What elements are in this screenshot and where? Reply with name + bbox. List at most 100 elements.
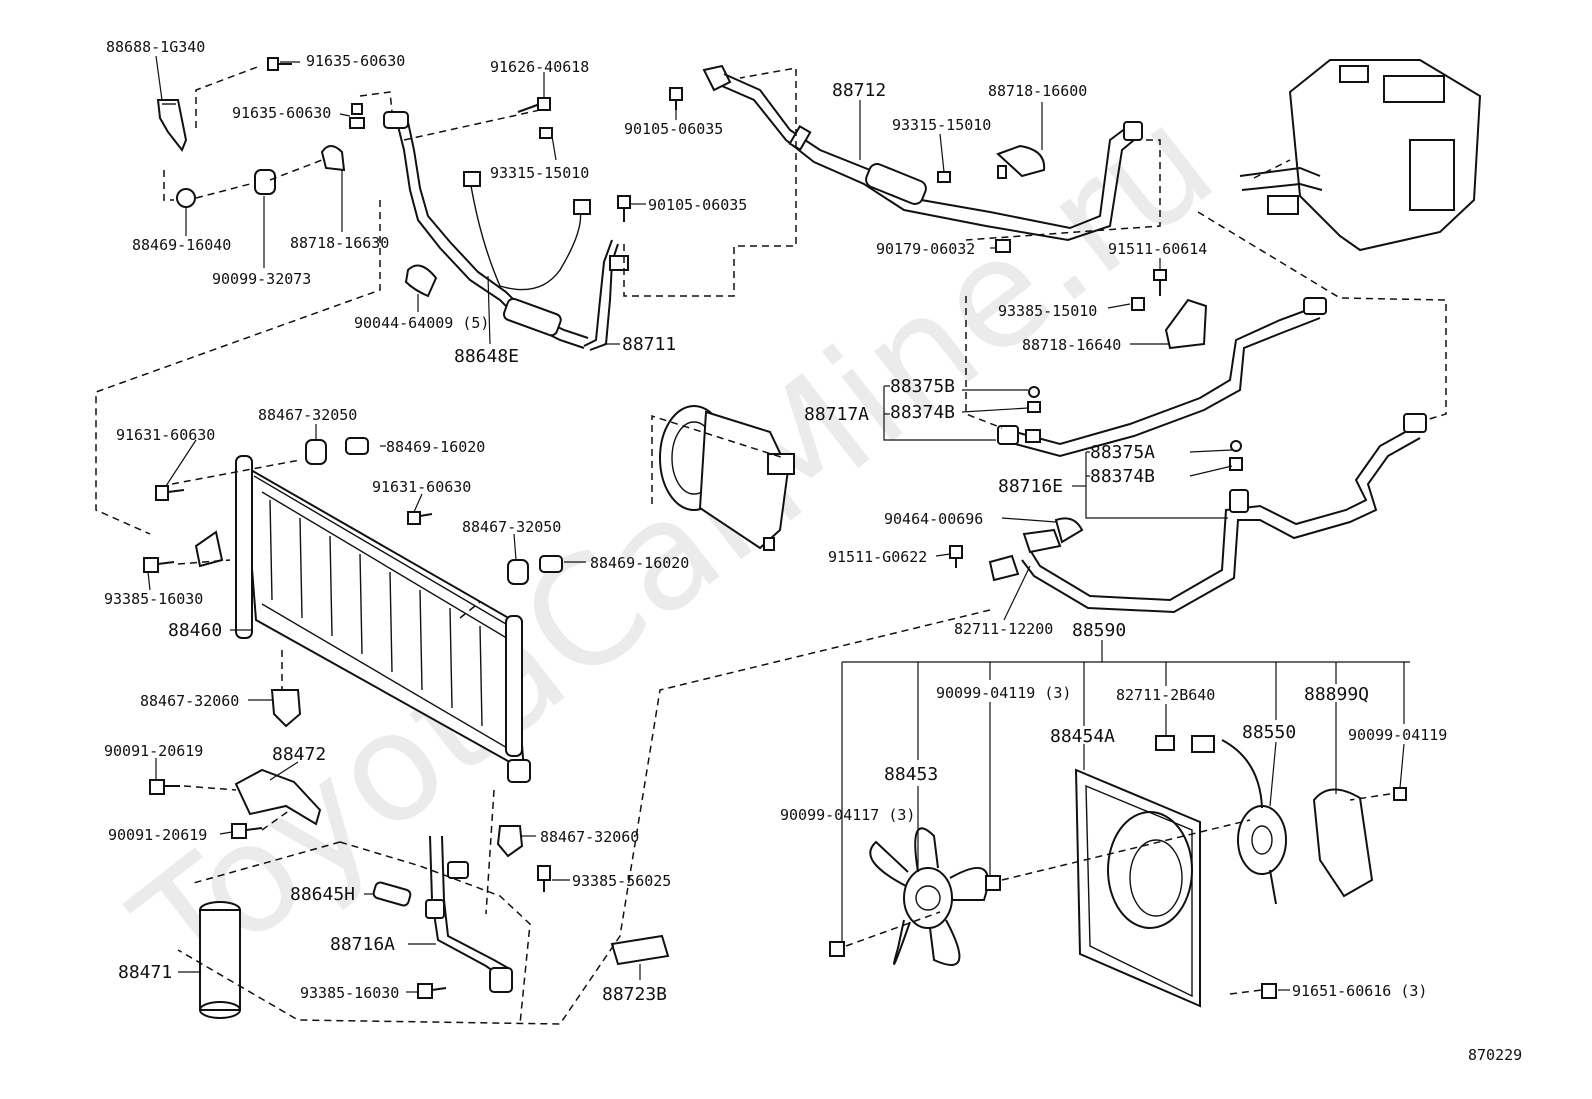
label-91635-60630-b: 91635-60630	[232, 104, 331, 122]
label-90099-04119: 90099-04119	[1348, 726, 1447, 744]
switch-88645H	[372, 881, 412, 907]
label-91631-60630-a: 91631-60630	[116, 426, 215, 444]
label-88467-32050-a: 88467-32050	[258, 406, 357, 424]
clamp-90464	[1054, 517, 1084, 544]
label-91626-40618: 91626-40618	[490, 58, 589, 76]
label-93385-16030-b: 93385-16030	[300, 984, 399, 1002]
bolt-90099-04119-3	[985, 875, 1001, 891]
bolt-91626	[517, 97, 551, 113]
label-88712: 88712	[832, 80, 886, 101]
label-88374B-a: 88374B	[890, 402, 955, 423]
bolt-90099-04117	[829, 941, 845, 957]
label-88453: 88453	[884, 764, 938, 785]
grommet-88469-16020-a	[345, 437, 369, 455]
bolt-91511-60614	[1153, 269, 1167, 296]
label-90091-20619-b: 90091-20619	[108, 826, 207, 844]
label-88467-32060-a: 88467-32060	[140, 692, 239, 710]
diagram-id: 870229	[1468, 1046, 1522, 1064]
label-93385-15010: 93385-15010	[998, 302, 1097, 320]
label-88375A: 88375A	[1090, 442, 1155, 463]
dryer-88471	[199, 901, 241, 1019]
bracket-88688	[156, 99, 188, 152]
grommet-88469-16020-b	[539, 555, 563, 573]
label-plate-88723B	[610, 934, 670, 966]
label-88718-16600: 88718-16600	[988, 82, 1087, 100]
dashed-lines	[95, 65, 1447, 1025]
pipe-88716A	[425, 835, 513, 993]
label-88469-16020-b: 88469-16020	[590, 554, 689, 572]
bolt-91635-b	[349, 103, 365, 129]
label-88550: 88550	[1242, 722, 1296, 743]
clamp-88718-16640	[1164, 298, 1208, 350]
label-88648E: 88648E	[454, 346, 519, 367]
bracket-88472	[234, 768, 322, 826]
bolt-90105-a	[669, 87, 683, 110]
bolt-93385-16030-a	[143, 557, 175, 573]
label-90099-32073: 90099-32073	[212, 270, 311, 288]
bolt-91631-b	[407, 511, 433, 525]
compressor	[659, 405, 795, 551]
label-88469-16020-a: 88469-16020	[386, 438, 485, 456]
bolt-93385-56025	[537, 865, 551, 892]
sensor-82711-12200	[988, 554, 1020, 582]
bolt-93385-16030-b	[417, 983, 447, 999]
motor-88550	[1221, 739, 1287, 905]
bolt-91635-a	[267, 57, 292, 71]
label-90105-06035-b: 90105-06035	[648, 196, 747, 214]
clip-90044	[404, 264, 438, 298]
label-88469-16040: 88469-16040	[132, 236, 231, 254]
label-93385-56025: 93385-56025	[572, 872, 671, 890]
cushion-88467-32050-b	[507, 559, 529, 585]
label-88711: 88711	[622, 334, 676, 355]
fan-88453	[869, 827, 989, 966]
label-88716A: 88716A	[330, 934, 395, 955]
clamp-88718-16630	[320, 145, 346, 172]
label-88374B-b: 88374B	[1090, 466, 1155, 487]
label-91631-60630-b: 91631-60630	[372, 478, 471, 496]
label-93315-15010-a: 93315-15010	[490, 164, 589, 182]
bolt-93385-15010	[1131, 297, 1145, 311]
bolt-91631-a	[155, 485, 185, 501]
label-91635-60630-a: 91635-60630	[306, 52, 405, 70]
shroud-88454A	[1074, 768, 1201, 1008]
label-88467-32050-b: 88467-32050	[462, 518, 561, 536]
cushion-90099-32073	[254, 169, 276, 195]
bolt-90099-04119	[1393, 787, 1407, 801]
label-82711-2B640: 82711-2B640	[1116, 686, 1215, 704]
label-88718-16630: 88718-16630	[290, 234, 389, 252]
connector-82711-2B640	[1155, 735, 1215, 753]
label-88375B: 88375B	[890, 376, 955, 397]
clamp-88718-16600	[996, 144, 1046, 179]
label-88590: 88590	[1072, 620, 1126, 641]
label-90044-64009: 90044-64009 (5)	[354, 314, 489, 332]
label-88688-1G340: 88688-1G340	[106, 38, 205, 56]
label-88467-32060-b: 88467-32060	[540, 828, 639, 846]
label-93385-16030-a: 93385-16030	[104, 590, 203, 608]
bolt-90091-a	[149, 779, 180, 795]
label-82711-12200: 82711-12200	[954, 620, 1053, 638]
label-90099-04117: 90099-04117 (3)	[780, 806, 915, 824]
label-90179-06032: 90179-06032	[876, 240, 975, 258]
label-88454A: 88454A	[1050, 726, 1115, 747]
label-90091-20619-a: 90091-20619	[104, 742, 203, 760]
bolt-90091-b	[231, 823, 263, 839]
bolt-93315-a	[539, 127, 553, 139]
cover-88899Q	[1312, 788, 1374, 898]
pipe-88711	[463, 171, 629, 351]
label-93315-15010-b: 93315-15010	[892, 116, 991, 134]
cushion-88467-32050-a	[305, 439, 327, 465]
pipe-88717A	[997, 297, 1327, 458]
nut-90179	[995, 239, 1011, 253]
condenser-88460	[235, 455, 531, 783]
pipe-88648E	[383, 111, 589, 349]
bracket-left	[194, 530, 224, 568]
cushion-88467-32060-b	[496, 825, 524, 858]
label-91511-G0622: 91511-G0622	[828, 548, 927, 566]
label-88460: 88460	[168, 620, 222, 641]
label-90099-04119-3: 90099-04119 (3)	[936, 684, 1071, 702]
bolt-93315-b	[937, 171, 951, 183]
label-90105-06035-a: 90105-06035	[624, 120, 723, 138]
label-91511-60614: 91511-60614	[1108, 240, 1207, 258]
label-88472: 88472	[272, 744, 326, 765]
bolt-90105-b	[617, 195, 631, 222]
